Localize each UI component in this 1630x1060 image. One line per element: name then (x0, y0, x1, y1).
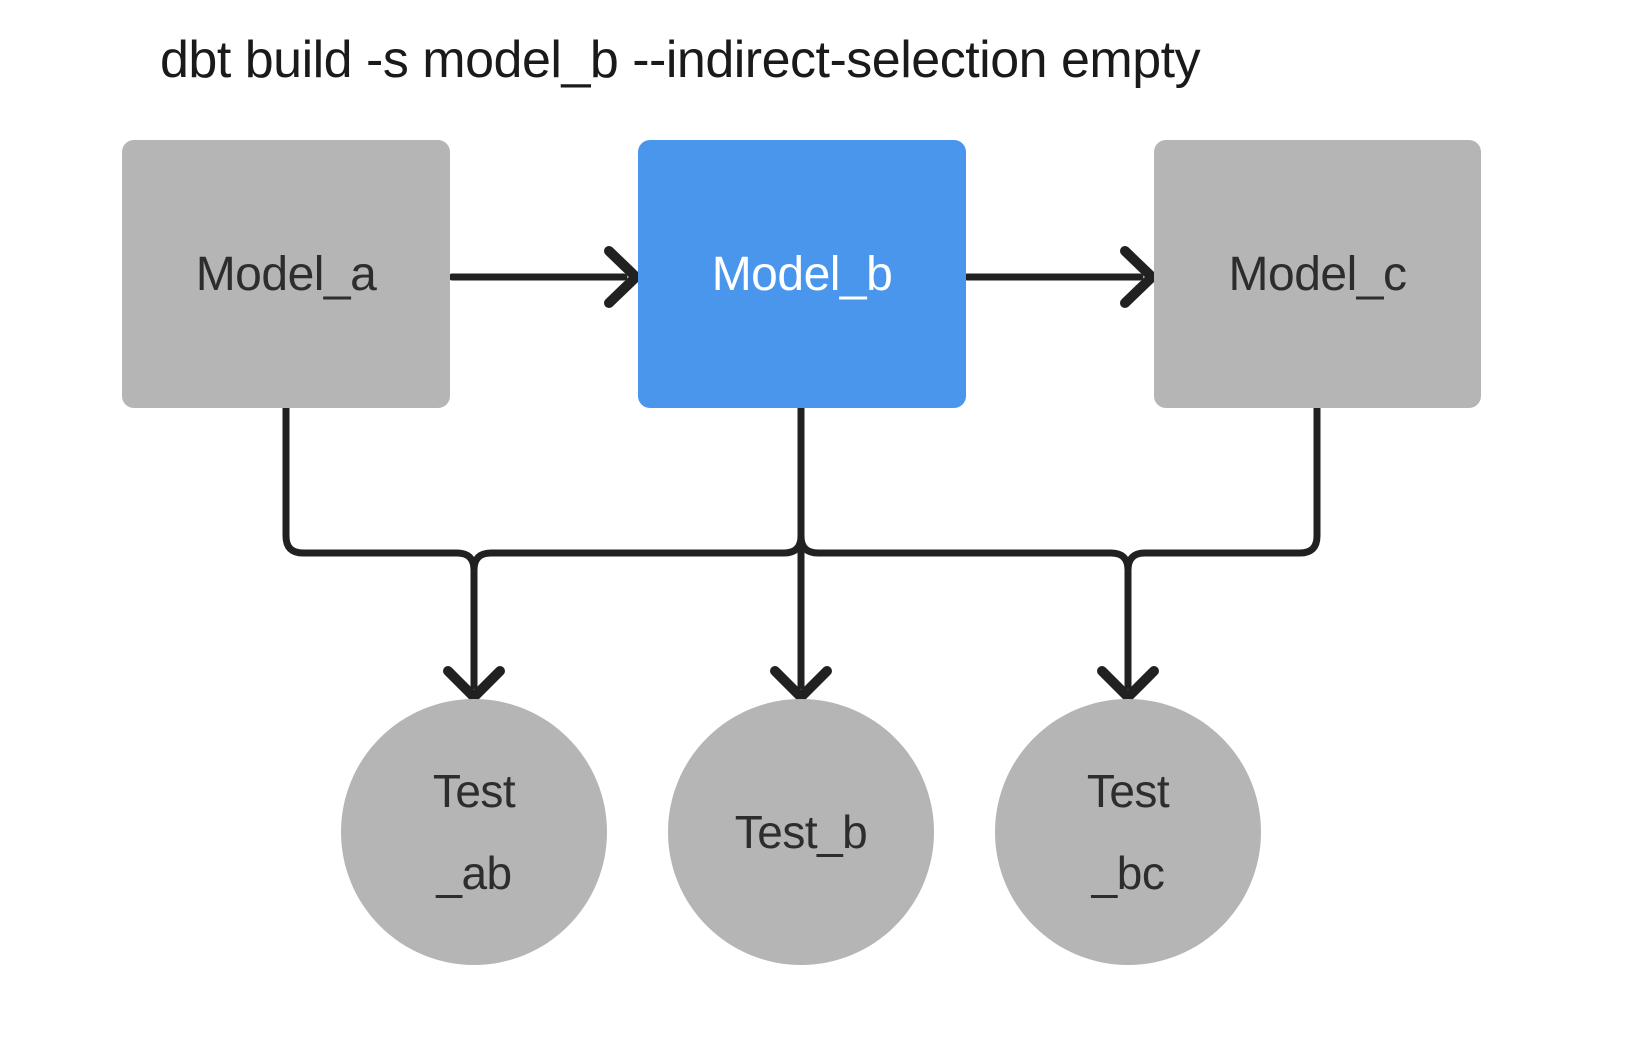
edge-model-a-to-test-ab (282, 402, 478, 690)
test-ab-label-line1: Test (432, 765, 516, 817)
test-bc-label-line2: _bc (1091, 847, 1165, 899)
test-bc-label-line1: Test (1086, 765, 1170, 817)
model-a-label: Model_a (195, 247, 377, 301)
model-node-c: Model_c (1154, 140, 1481, 408)
edge-model-b-branch-right (797, 532, 1132, 690)
arrowhead-into-model-b (604, 246, 641, 308)
test-node-b: Test_b (668, 699, 934, 965)
model-c-label: Model_c (1228, 247, 1407, 301)
model-b-label: Model_b (711, 247, 893, 301)
model-node-b-selected: Model_b (638, 140, 966, 408)
test-ab-label-line2: _ab (436, 847, 512, 899)
test-node-ab: Test _ab (341, 699, 607, 965)
edge-model-c-to-test-bc (1124, 402, 1321, 574)
model-node-a: Model_a (122, 140, 450, 408)
diagram-title-command: dbt build -s model_b --indirect-selectio… (160, 31, 1201, 89)
edge-model-b-branch-left (470, 532, 805, 574)
arrowhead-into-test-ab (443, 666, 505, 702)
arrowhead-into-model-c (1120, 246, 1157, 308)
test-b-label-line1: Test_b (734, 806, 868, 858)
test-node-bc: Test _bc (995, 699, 1261, 965)
arrowhead-into-test-bc (1097, 666, 1159, 702)
arrowhead-into-test-b (770, 666, 832, 702)
